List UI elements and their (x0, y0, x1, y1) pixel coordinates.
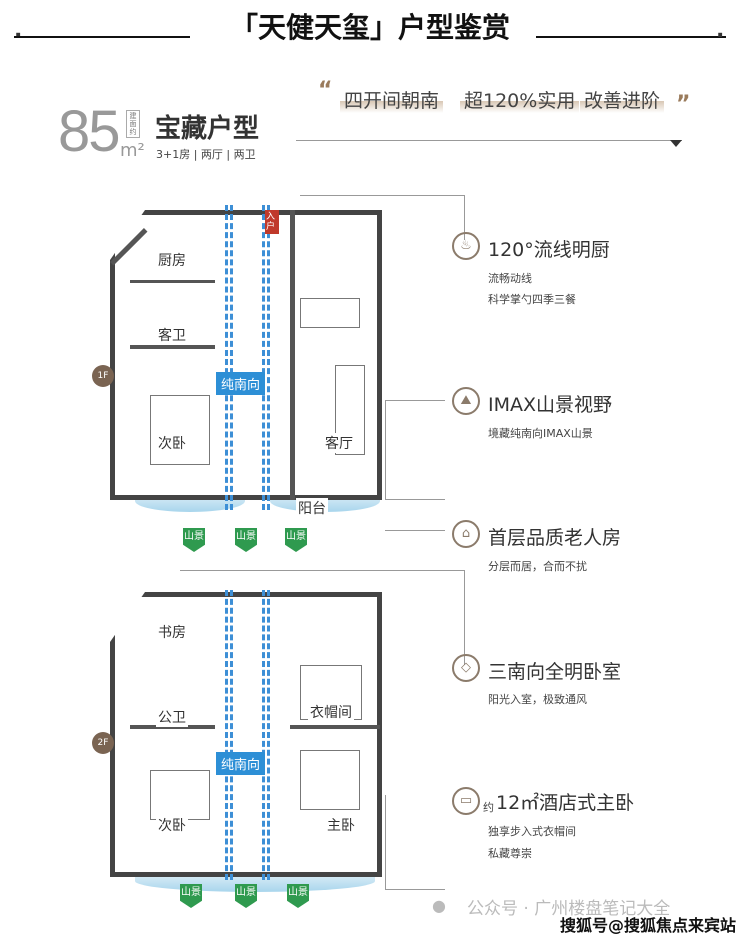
chef-hat-icon: ♨ (452, 232, 480, 260)
sohu-watermark: 搜狐号@搜狐焦点来宾站 (560, 916, 737, 935)
south-arrow (262, 590, 270, 880)
view-arrow: 山景 (287, 884, 309, 908)
south-label: 纯南向 (216, 372, 266, 395)
tag: 四开间朝南 (340, 86, 444, 113)
south-arrow (262, 205, 270, 510)
feature-title: IMAX山景视野 (488, 394, 613, 416)
mountain-icon: ⛰ (452, 387, 480, 415)
connector-line (300, 195, 465, 240)
triangle-marker-icon (670, 140, 682, 153)
room-second-bedroom: 次卧 (156, 433, 188, 453)
tag: 超120%实用 (460, 86, 580, 113)
room-study: 书房 (156, 622, 188, 642)
feature-desc: 独享步入式衣帽间 (488, 825, 576, 838)
south-label: 纯南向 (216, 752, 266, 775)
dining-table (300, 298, 360, 328)
header-divider (296, 140, 682, 141)
diamond-icon: ◇ (452, 654, 480, 682)
wall (130, 725, 215, 729)
feature-desc: 流畅动线 (488, 272, 532, 285)
title-rule-right (536, 36, 726, 38)
room-cloakroom: 衣帽间 (308, 702, 354, 722)
floor-badge: 2F (92, 732, 114, 754)
bed (300, 750, 360, 810)
wall (290, 725, 380, 729)
feature-title: 120°流线明厨 (488, 239, 610, 261)
dot-left: . (14, 18, 23, 43)
view-arrow: 山景 (285, 528, 307, 552)
feature-desc: 境藏纯南向IMAX山景 (488, 427, 593, 440)
feature-title: 12㎡酒店式主卧 (496, 792, 635, 814)
room-living: 客厅 (323, 433, 355, 453)
connector-line (180, 570, 465, 665)
wechat-watermark: 公众号 · 广州楼盘笔记大全 (467, 899, 671, 919)
area-unit: m² (120, 140, 145, 161)
room-public-bath: 公卫 (156, 707, 188, 727)
layout-summary: 3+1房 | 两厅 | 两卫 (156, 148, 256, 161)
connector-line (385, 795, 445, 890)
wall (290, 210, 295, 500)
connector-line (385, 400, 445, 500)
view-arrow: 山景 (235, 528, 257, 552)
entrance-marker: 入户 (265, 210, 279, 234)
view-arrow: 山景 (180, 884, 202, 908)
wechat-icon: ● (432, 896, 446, 915)
bed-icon: ▭ (452, 787, 480, 815)
wall (130, 280, 215, 283)
feature-desc: 科学掌勺四季三餐 (488, 293, 576, 306)
bed (150, 770, 210, 820)
feature-title: 首层品质老人房 (488, 527, 622, 549)
tag: 改善进阶 (580, 86, 665, 113)
area-note: 建面约 (126, 110, 140, 138)
connector-line (385, 530, 445, 531)
quote-open-icon: “ (318, 78, 333, 103)
wall (130, 345, 215, 349)
area-number: 85 (58, 99, 120, 164)
feature-desc: 私藏尊崇 (488, 847, 532, 860)
title-rule-left (14, 36, 190, 38)
room-guest-bath: 客卫 (156, 325, 188, 345)
feature-desc: 阳光入室，极致通风 (488, 693, 587, 706)
room-master-bedroom: 主卧 (325, 815, 357, 835)
feature-prefix: 约 (483, 801, 494, 814)
sofa-icon: ⌂ (452, 520, 480, 548)
house-type: 宝藏户型 (155, 114, 260, 144)
south-arrow (225, 590, 233, 880)
bed (150, 395, 210, 465)
view-arrow: 山景 (235, 884, 257, 908)
room-kitchen: 厨房 (156, 250, 188, 270)
dot-right: . (716, 18, 725, 43)
feature-title: 三南向全明卧室 (488, 661, 622, 683)
room-balcony: 阳台 (296, 498, 328, 518)
floor-badge: 1F (92, 365, 114, 387)
feature-desc: 分层而居，合而不扰 (488, 560, 587, 573)
page-title: 「天健天玺」户型鉴赏 (229, 11, 510, 44)
room-second-bedroom: 次卧 (156, 815, 188, 835)
quote-close-icon: ” (676, 92, 691, 117)
view-arrow: 山景 (183, 528, 205, 552)
south-arrow (225, 205, 233, 510)
sofa (335, 365, 365, 455)
